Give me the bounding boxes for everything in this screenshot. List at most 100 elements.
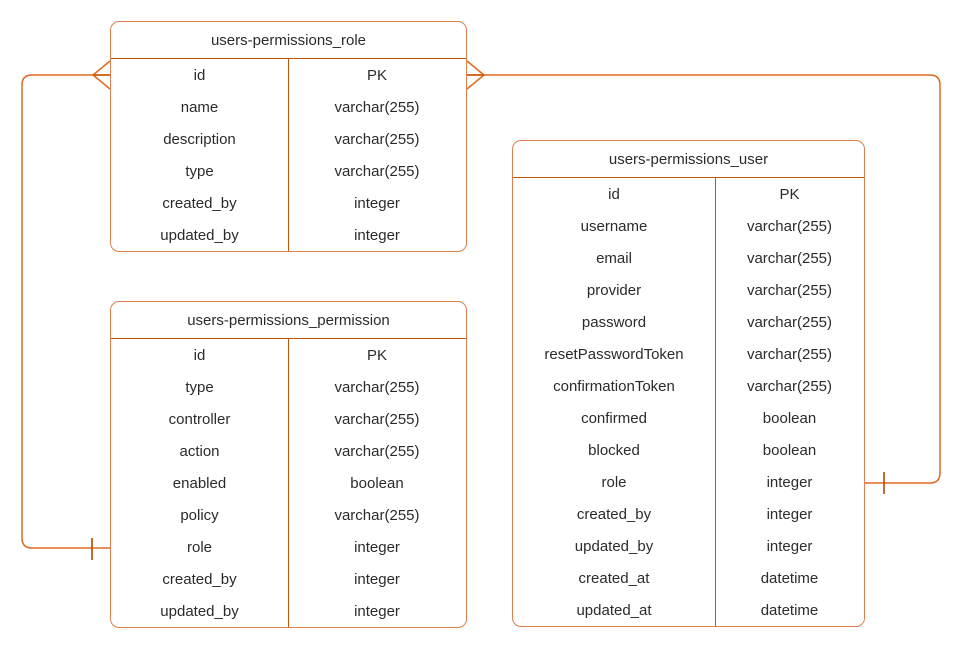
entity-columns: id PK name varchar(255) description varc…	[111, 59, 466, 251]
column-name: role	[186, 538, 212, 556]
column-type: boolean	[762, 441, 817, 459]
table-row[interactable]: id PK	[111, 339, 466, 371]
entity-columns: id PK type varchar(255) controller varch…	[111, 339, 466, 627]
column-type: boolean	[762, 409, 817, 427]
table-row[interactable]: created_by integer	[111, 563, 466, 595]
column-type: varchar(255)	[334, 130, 420, 148]
column-name: role	[601, 473, 627, 491]
table-row[interactable]: updated_by integer	[513, 530, 864, 562]
column-type: varchar(255)	[746, 281, 833, 299]
column-type: integer	[766, 537, 813, 555]
column-name: blocked	[588, 441, 640, 459]
column-name: provider	[586, 281, 642, 299]
column-type: PK	[366, 346, 387, 364]
column-type: integer	[354, 226, 400, 244]
crows-foot-icon	[91, 60, 111, 90]
column-type: varchar(255)	[334, 506, 420, 524]
table-row[interactable]: role integer	[111, 531, 466, 563]
table-row[interactable]: description varchar(255)	[111, 123, 466, 155]
table-row[interactable]: role integer	[513, 466, 864, 498]
column-type: varchar(255)	[746, 249, 833, 267]
table-row[interactable]: created_by integer	[513, 498, 864, 530]
column-type: integer	[354, 538, 400, 556]
table-row[interactable]: confirmed boolean	[513, 402, 864, 434]
table-row[interactable]: username varchar(255)	[513, 210, 864, 242]
table-row[interactable]: action varchar(255)	[111, 435, 466, 467]
crows-foot-icon	[466, 60, 486, 90]
column-name: confirmed	[581, 409, 647, 427]
column-name: created_by	[162, 194, 237, 212]
relationship-role-user[interactable]	[466, 60, 941, 494]
table-row[interactable]: resetPasswordToken varchar(255)	[513, 338, 864, 370]
column-name: action	[179, 442, 220, 460]
column-type: varchar(255)	[746, 345, 833, 363]
column-type: datetime	[760, 569, 819, 587]
table-row[interactable]: policy varchar(255)	[111, 499, 466, 531]
entity-title: users-permissions_permission	[111, 302, 466, 339]
column-type: PK	[366, 66, 387, 84]
column-type: varchar(255)	[334, 442, 420, 460]
column-type: integer	[766, 473, 813, 491]
column-name: updated_by	[160, 226, 239, 244]
table-row[interactable]: controller varchar(255)	[111, 403, 466, 435]
table-row[interactable]: confirmationToken varchar(255)	[513, 370, 864, 402]
entity-columns: id PK username varchar(255) email varcha…	[513, 178, 864, 626]
column-type: varchar(255)	[746, 313, 833, 331]
column-divider	[288, 339, 289, 627]
column-type: varchar(255)	[334, 378, 420, 396]
column-type: varchar(255)	[334, 162, 420, 180]
column-name: id	[608, 185, 620, 203]
column-name: type	[185, 162, 214, 180]
column-type: boolean	[350, 474, 404, 492]
column-type: varchar(255)	[746, 217, 833, 235]
column-type: integer	[354, 194, 400, 212]
table-row[interactable]: provider varchar(255)	[513, 274, 864, 306]
column-type: integer	[354, 602, 400, 620]
column-name: username	[580, 217, 648, 235]
table-row[interactable]: name varchar(255)	[111, 91, 466, 123]
table-row[interactable]: updated_by integer	[111, 219, 466, 251]
column-name: id	[193, 66, 206, 84]
column-type: varchar(255)	[746, 377, 833, 395]
column-name: email	[596, 249, 632, 267]
column-divider	[715, 178, 716, 626]
table-row[interactable]: type varchar(255)	[111, 371, 466, 403]
table-row[interactable]: type varchar(255)	[111, 155, 466, 187]
column-name: resetPasswordToken	[544, 345, 684, 363]
column-name: controller	[168, 410, 231, 428]
table-row[interactable]: updated_by integer	[111, 595, 466, 627]
entity-title: users-permissions_role	[111, 22, 466, 59]
column-name: updated_by	[160, 602, 239, 620]
table-row[interactable]: id PK	[111, 59, 466, 91]
column-type: integer	[766, 505, 813, 523]
entity-title: users-permissions_user	[513, 141, 864, 178]
column-name: policy	[180, 506, 219, 524]
column-name: created_by	[576, 505, 652, 523]
column-name: confirmationToken	[553, 377, 675, 395]
table-row[interactable]: updated_at datetime	[513, 594, 864, 626]
column-divider	[288, 59, 289, 251]
column-name: created_at	[578, 569, 650, 587]
table-row[interactable]: password varchar(255)	[513, 306, 864, 338]
table-row[interactable]: enabled boolean	[111, 467, 466, 499]
column-name: type	[185, 378, 214, 396]
column-type: datetime	[760, 601, 819, 619]
column-name: enabled	[172, 474, 227, 492]
column-name: id	[193, 346, 206, 364]
table-row[interactable]: created_by integer	[111, 187, 466, 219]
table-row[interactable]: email varchar(255)	[513, 242, 864, 274]
column-type: varchar(255)	[334, 410, 420, 428]
relationship-role-permission[interactable]	[21, 60, 111, 560]
column-name: name	[180, 98, 219, 116]
table-row[interactable]: created_at datetime	[513, 562, 864, 594]
table-row[interactable]: id PK	[513, 178, 864, 210]
table-row[interactable]: blocked boolean	[513, 434, 864, 466]
column-name: updated_by	[574, 537, 654, 555]
column-type: integer	[354, 570, 400, 588]
entity-permission[interactable]: users-permissions_permission id PK type …	[110, 301, 467, 628]
entity-user[interactable]: users-permissions_user id PK username va…	[512, 140, 865, 627]
column-type: PK	[779, 185, 800, 203]
column-name: password	[581, 313, 647, 331]
entity-role[interactable]: users-permissions_role id PK name varcha…	[110, 21, 467, 252]
